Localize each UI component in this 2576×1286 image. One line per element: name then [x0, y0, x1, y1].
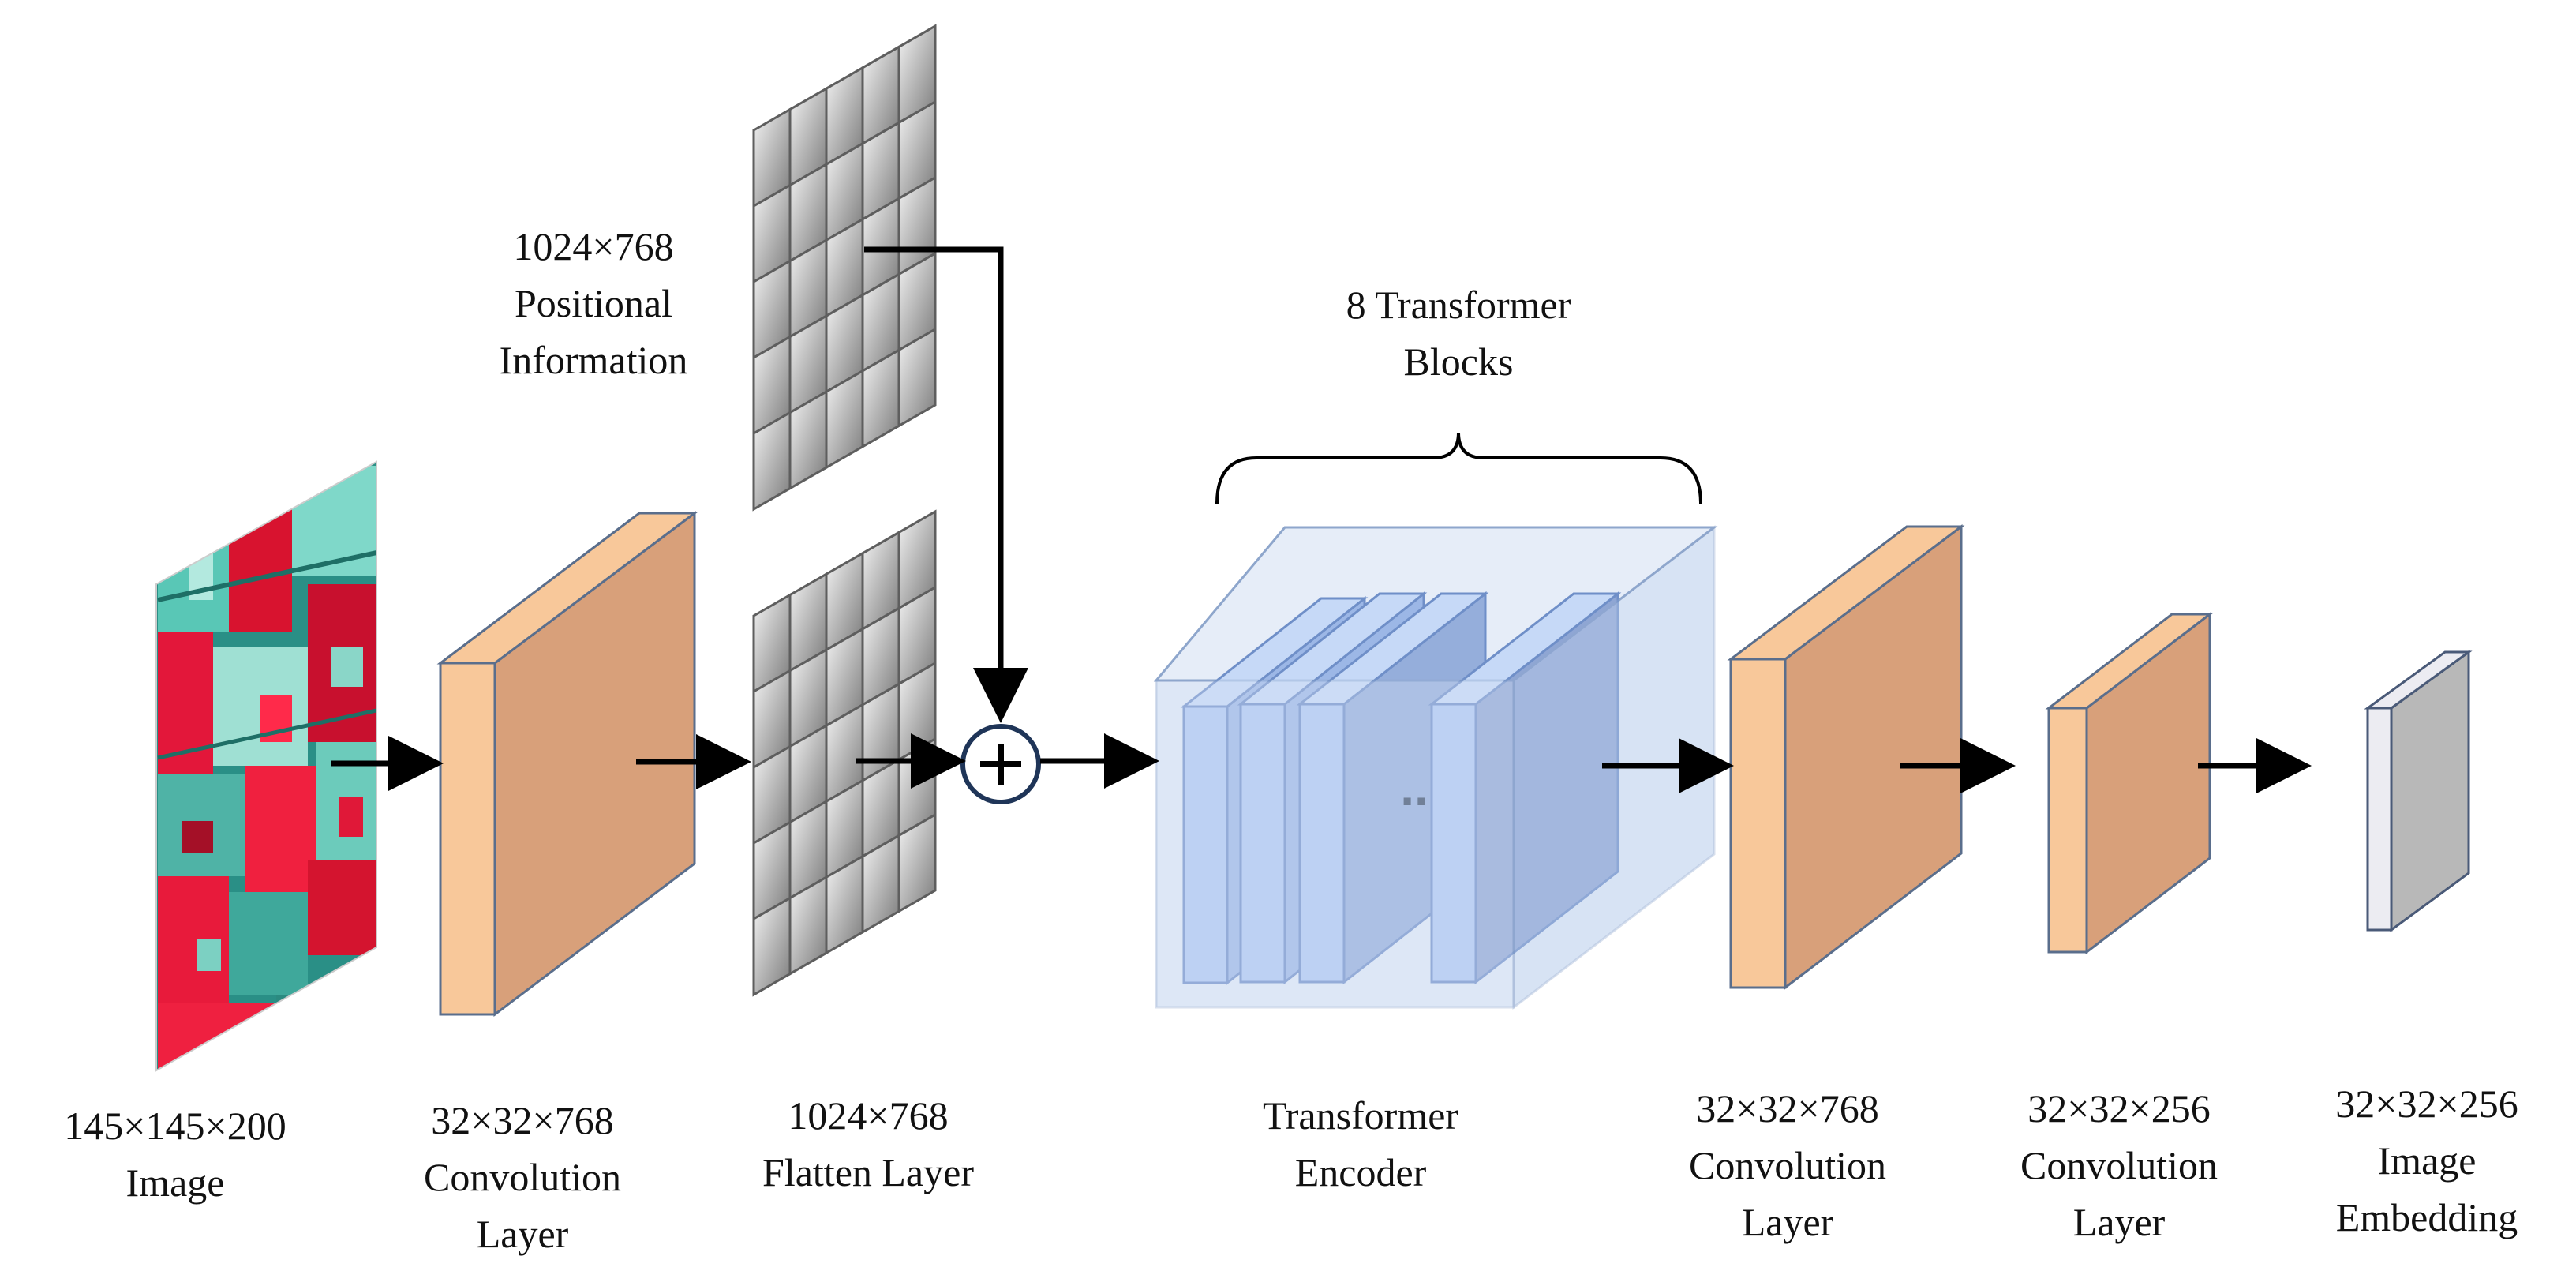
encoder-line1: Transformer — [1262, 1093, 1459, 1138]
transformer-encoder: .. — [1153, 524, 1718, 1010]
blocks-line1: 8 Transformer — [1346, 283, 1571, 327]
conv-layer-1 — [436, 510, 698, 1018]
pos-dims: 1024×768 — [513, 224, 674, 268]
positional-info-grid — [752, 24, 937, 512]
input-image-dims: 145×145×200 — [64, 1104, 286, 1148]
conv1-line1: Convolution — [423, 1155, 622, 1199]
conv3-line1: Convolution — [2020, 1143, 2218, 1187]
blocks-brace — [1215, 432, 1702, 504]
embedding-label: 32×32×256 Image Embedding — [2335, 1075, 2518, 1246]
image-embedding — [2364, 650, 2473, 932]
pos-line2: Information — [499, 338, 688, 382]
embedding-line1: Image — [2377, 1138, 2477, 1183]
conv2-dims: 32×32×768 — [1696, 1086, 1879, 1130]
conv1-line2: Layer — [476, 1212, 569, 1256]
conv3-label: 32×32×256 Convolution Layer — [2020, 1080, 2218, 1250]
arrow-pos-to-plus — [864, 246, 1028, 723]
encoder-label: Transformer Encoder — [1263, 1087, 1458, 1201]
plus-circle-icon — [960, 724, 1041, 804]
blocks-line2: Blocks — [1403, 339, 1514, 384]
conv-layer-2 — [1727, 523, 1965, 991]
encoder-line2: Encoder — [1294, 1150, 1427, 1194]
input-image-label: 145×145×200 Image — [64, 1097, 286, 1211]
conv3-dims: 32×32×256 — [2027, 1086, 2211, 1130]
conv1-dims: 32×32×768 — [431, 1098, 614, 1142]
positional-grid-cell — [897, 327, 937, 428]
embedding-line2: Embedding — [2335, 1195, 2518, 1239]
conv3-line2: Layer — [2072, 1200, 2166, 1244]
blocks-label: 8 Transformer Blocks — [1346, 276, 1571, 390]
flatten-dims: 1024×768 — [788, 1093, 949, 1138]
flatten-label: 1024×768 Flatten Layer — [762, 1087, 974, 1201]
conv2-label: 32×32×768 Convolution Layer — [1689, 1080, 1886, 1250]
pos-line1: Positional — [514, 281, 673, 325]
conv2-line1: Convolution — [1688, 1143, 1887, 1187]
flatten-grid-cell — [897, 812, 937, 913]
conv2-line2: Layer — [1741, 1200, 1834, 1244]
embedding-dims: 32×32×256 — [2335, 1082, 2518, 1126]
flatten-layer-grid — [752, 509, 937, 997]
positional-info-label: 1024×768 Positional Information — [500, 218, 688, 388]
conv-layer-3 — [2045, 611, 2214, 955]
conv1-label: 32×32×768 Convolution Layer — [424, 1092, 621, 1262]
transformer-block-4 — [1428, 591, 1622, 985]
flow-arrows — [331, 246, 2312, 793]
input-image-name: Image — [125, 1160, 225, 1205]
ellipsis-icon: .. — [1400, 759, 1428, 816]
flatten-name: Flatten Layer — [762, 1150, 974, 1194]
